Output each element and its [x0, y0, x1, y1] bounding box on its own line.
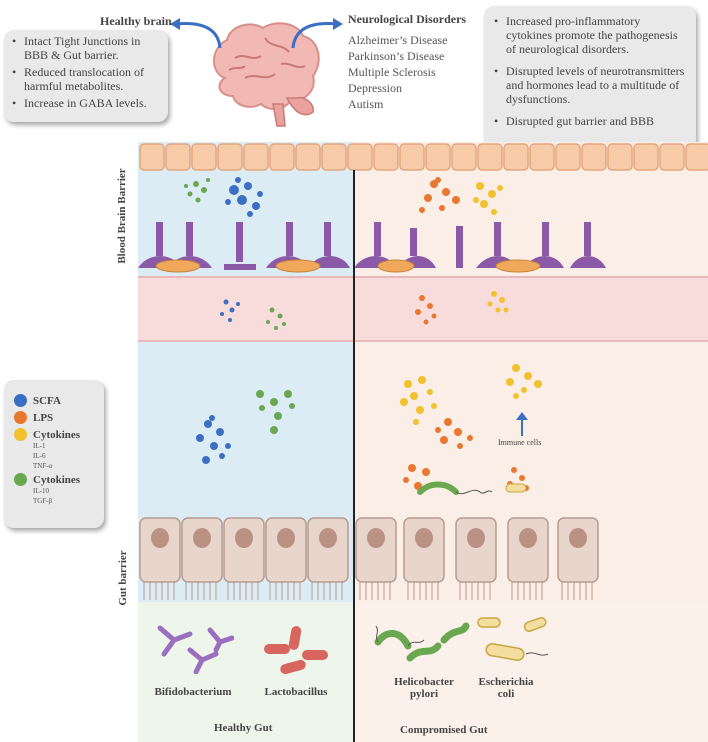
healthy-lumen	[138, 602, 354, 742]
list-item: Disrupted levels of neurotransmitters an…	[492, 64, 688, 106]
gut-bacteria-mid	[417, 481, 527, 495]
healthy-brain-box: Intact Tight Junctions in BBB & Gut barr…	[4, 30, 168, 122]
right-arrow-icon	[291, 18, 343, 49]
cytokine-anti-dot	[14, 473, 27, 486]
disorder-effects-bullets: Increased pro-inflammatory cytokines pro…	[492, 14, 688, 128]
helicobacter-label: Helicobacter pylori	[394, 676, 454, 700]
list-item: Autism	[348, 97, 384, 111]
disorder-effects-box: Increased pro-inflammatory cytokines pro…	[484, 6, 696, 150]
blood-brain-barrier-layer	[138, 222, 606, 273]
legend-scfa: SCFA	[14, 394, 94, 407]
scfa-dot	[14, 394, 27, 407]
gut-barrier-layer	[139, 517, 599, 600]
panel-divider	[353, 170, 355, 742]
legend-cytokines-anti: Cytokines	[14, 473, 94, 486]
brain-epithelium	[139, 143, 708, 171]
helicobacter-icon	[374, 622, 470, 662]
legend-sub: IL-1	[33, 442, 46, 450]
list-item: Intact Tight Junctions in BBB & Gut barr…	[10, 34, 162, 62]
up-arrow-icon	[516, 412, 528, 436]
list-item: Increase in GABA levels.	[10, 96, 162, 110]
healthy-gut-label: Healthy Gut	[214, 722, 273, 734]
legend-sub: IL-6	[33, 452, 46, 460]
healthy-brain-bullets: Intact Tight Junctions in BBB & Gut barr…	[10, 34, 162, 110]
molecule-clusters	[184, 177, 542, 491]
compromised-gut-label: Compromised Gut	[400, 724, 488, 736]
legend-lps: LPS	[14, 411, 94, 424]
list-item: Increased pro-inflammatory cytokines pro…	[492, 14, 688, 56]
cytokine-pro-dot	[14, 428, 27, 441]
left-arrow-icon	[170, 18, 222, 49]
healthy-brain-title: Healthy brain	[100, 14, 172, 28]
legend-sub: TNF-α	[33, 462, 53, 470]
escherichia-label: Escherichia coli	[478, 676, 534, 700]
list-item: Depression	[348, 81, 402, 95]
immune-cells-label: Immune cells	[498, 438, 542, 447]
legend-cytokines-pro: Cytokines	[14, 428, 94, 441]
disorders-title: Neurological Disorders	[348, 12, 467, 26]
disorders-list: Alzheimer’s Disease Parkinson’s Disease …	[348, 32, 447, 112]
list-item: Parkinson’s Disease	[348, 49, 445, 63]
bifidobacterium-icon	[157, 625, 234, 674]
legend-sub: IL-10	[33, 487, 49, 495]
legend-sub: TGF-β	[33, 497, 53, 505]
list-item: Reduced translocation of harmful metabol…	[10, 65, 162, 93]
escherichia-icon	[477, 616, 549, 662]
list-item: Multiple Sclerosis	[348, 65, 436, 79]
bbb-label: Blood Brain Barrier	[116, 168, 128, 264]
list-item: Disrupted gut barrier and BBB	[492, 114, 688, 128]
legend-box: SCFA LPS Cytokines IL-1 IL-6 TNF-α Cytok…	[4, 380, 104, 528]
list-item: Alzheimer’s Disease	[348, 33, 448, 47]
lps-dot	[14, 411, 27, 424]
lactobacillus-icon	[264, 626, 328, 675]
lactobacillus-label: Lactobacillus	[264, 686, 328, 698]
gut-barrier-label: Gut barrier	[117, 550, 129, 606]
bifidobacterium-label: Bifidobacterium	[154, 686, 232, 698]
